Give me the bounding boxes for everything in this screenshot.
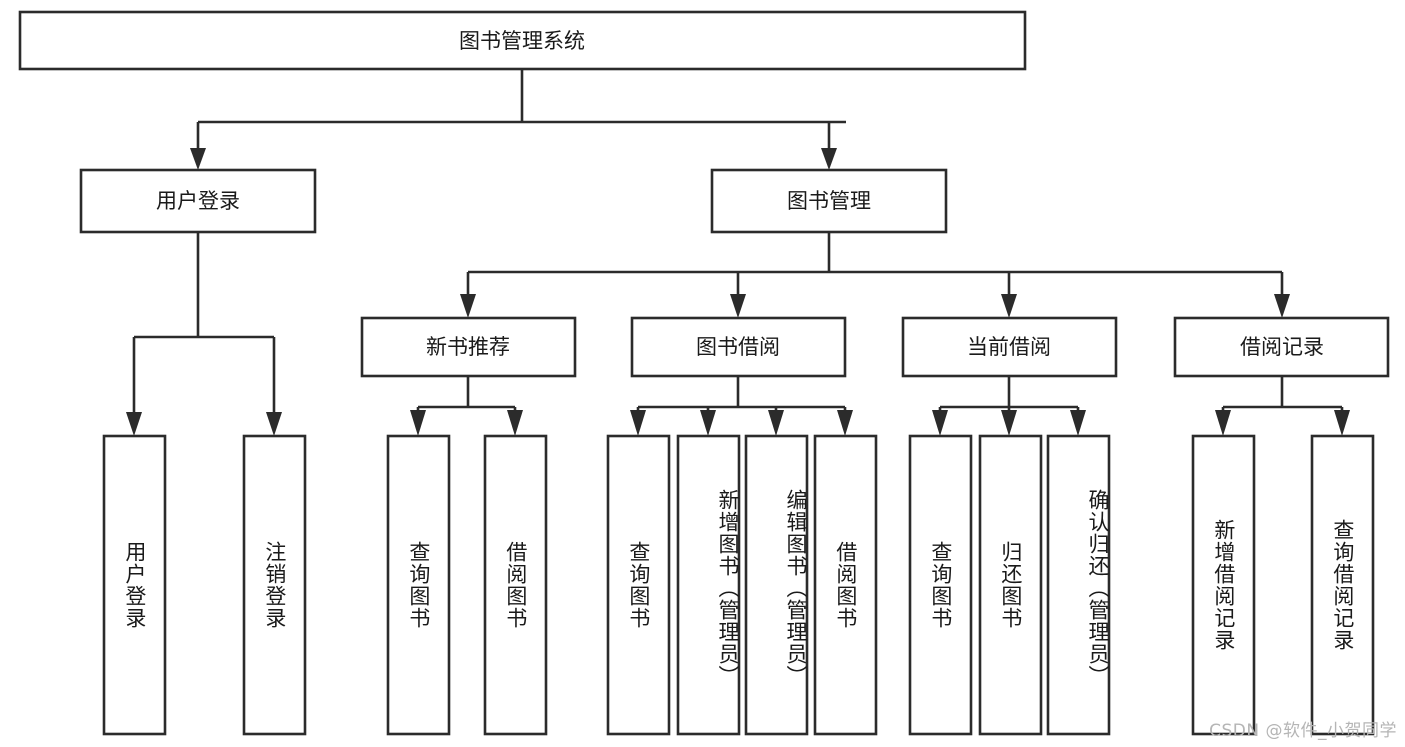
arrow-head-leaf-query-book-3 (932, 410, 948, 436)
leaf-add-book-label: 新增图书（管理员） (716, 489, 740, 687)
leaf-edit-book-label: 编辑图书（管理员） (784, 489, 808, 687)
node-book-borrow[interactable]: 图书借阅 (630, 316, 847, 378)
node-new-book-recommend[interactable]: 新书推荐 (360, 316, 577, 378)
leaf-add-book-box[interactable] (676, 434, 741, 736)
node-root[interactable]: 图书管理系统 (18, 10, 1027, 71)
arrow-head-book-manage (821, 148, 837, 170)
leaf-query-book-3-label: 查询图书 (928, 541, 953, 629)
node-borrow-record-box[interactable] (1173, 316, 1390, 378)
arrow-head-leaf-add-record (1215, 410, 1231, 436)
watermark-text: CSDN @软件_小贺同学 (1209, 721, 1397, 741)
arrow-head-leaf-query-book-2 (630, 410, 646, 436)
arrow-head-leaf-user-login (126, 412, 142, 436)
leaf-return-book-box[interactable] (978, 434, 1043, 736)
leaf-borrow-book-1-box[interactable] (483, 434, 548, 736)
node-new-book-recommend-label: 新书推荐 (426, 335, 510, 359)
node-book-borrow-box[interactable] (630, 316, 847, 378)
arrow-head-leaf-user-logout (266, 412, 282, 436)
node-book-manage-label: 图书管理 (787, 189, 871, 213)
node-new-book-recommend-box[interactable] (360, 316, 577, 378)
node-user-login-label: 用户登录 (156, 189, 240, 213)
node-root-label: 图书管理系统 (459, 29, 585, 53)
node-current-borrow[interactable]: 当前借阅 (901, 316, 1118, 378)
node-root-box[interactable] (18, 10, 1027, 71)
leaf-query-book-2-box[interactable] (606, 434, 671, 736)
connector-group (126, 69, 1350, 436)
leaf-borrow-book-1-label: 借阅图书 (503, 541, 528, 629)
node-book-manage-box[interactable] (710, 168, 948, 234)
arrow-head-leaf-add-book (700, 410, 716, 436)
leaf-add-record-label: 新增借阅记录 (1211, 519, 1236, 651)
leaf-query-record-label: 查询借阅记录 (1330, 519, 1355, 651)
leaf-query-book-1-box[interactable] (386, 434, 451, 736)
arrow-head-leaf-edit-book (768, 410, 784, 436)
arrow-head-current-borrow (1001, 294, 1017, 318)
arrow-head-leaf-query-book-1 (410, 410, 426, 436)
leaf-confirm-return-label: 确认归还（管理员） (1086, 489, 1110, 687)
leaf-edit-book-box[interactable] (744, 434, 809, 736)
arrow-head-user-login (190, 148, 206, 170)
node-current-borrow-label: 当前借阅 (967, 335, 1051, 359)
leaf-query-book-2-label: 查询图书 (626, 541, 651, 629)
leaf-confirm-return-box[interactable] (1046, 434, 1111, 736)
leaf-user-logout-label: 注销登录 (262, 541, 287, 629)
node-borrow-record-label: 借阅记录 (1240, 335, 1324, 359)
arrow-head-leaf-borrow-book-1 (507, 410, 523, 436)
leaf-query-book-1-label: 查询图书 (406, 541, 431, 629)
node-book-manage[interactable]: 图书管理 (710, 168, 948, 234)
arrow-head-book-borrow (730, 294, 746, 318)
node-current-borrow-box[interactable] (901, 316, 1118, 378)
leaf-borrow-book-2-label: 借阅图书 (833, 541, 858, 629)
arrow-head-leaf-query-record (1334, 410, 1350, 436)
leaf-borrow-book-2-box[interactable] (813, 434, 878, 736)
node-user-login-box[interactable] (79, 168, 317, 234)
leaf-user-login-box[interactable] (102, 434, 167, 736)
leaf-return-book-label: 归还图书 (998, 541, 1023, 629)
arrow-head-leaf-borrow-book-2 (837, 410, 853, 436)
leaf-user-logout-box[interactable] (242, 434, 307, 736)
leaf-query-book-3-box[interactable] (908, 434, 973, 736)
node-user-login[interactable]: 用户登录 (79, 168, 317, 234)
arrow-head-borrow-record (1274, 294, 1290, 318)
arrow-head-new-book-recommend (460, 294, 476, 318)
leaf-add-record-box[interactable] (1191, 434, 1256, 736)
leaf-box-group (102, 434, 1375, 736)
node-book-borrow-label: 图书借阅 (696, 335, 780, 359)
arrow-head-leaf-return-book (1001, 410, 1017, 436)
arrow-head-leaf-confirm-return (1070, 410, 1086, 436)
leaf-query-record-box[interactable] (1310, 434, 1375, 736)
leaf-user-login-label: 用户登录 (122, 541, 147, 629)
node-borrow-record[interactable]: 借阅记录 (1173, 316, 1390, 378)
